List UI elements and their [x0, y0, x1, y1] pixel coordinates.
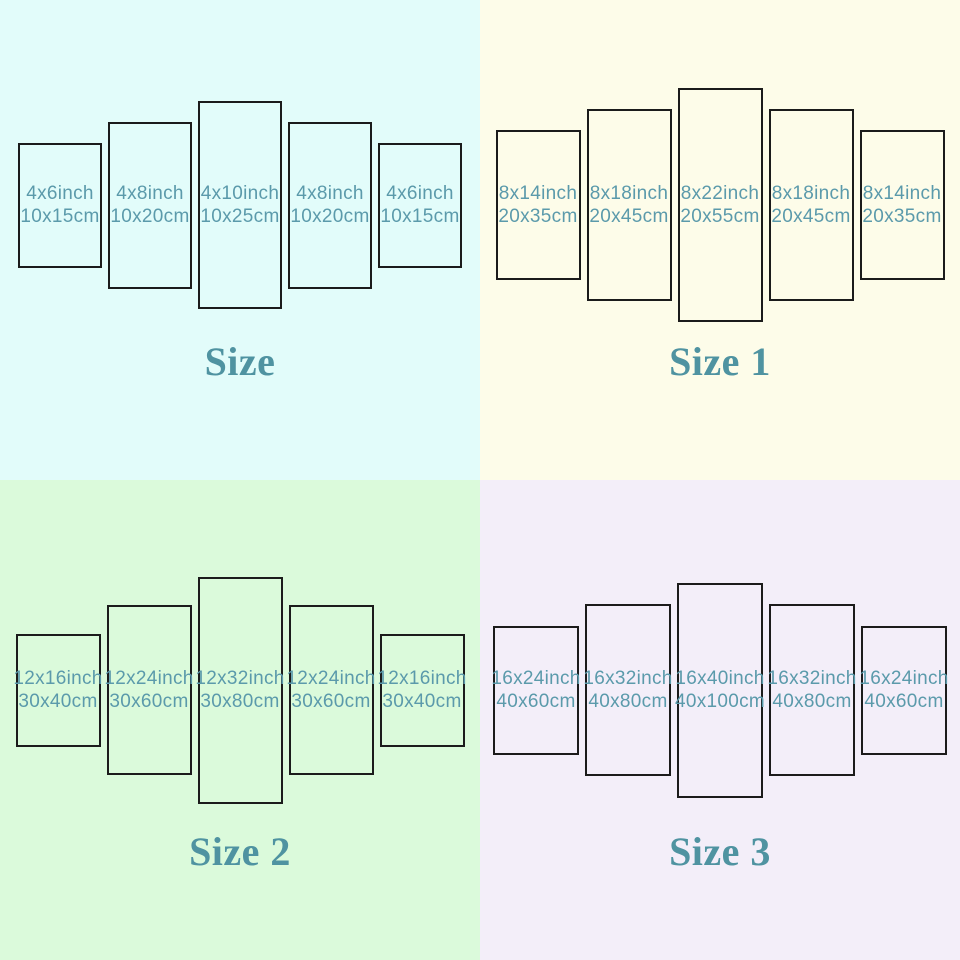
panel-cm-label: 10x15cm — [380, 206, 460, 227]
panel-inch-label: 12x16inch — [377, 668, 467, 689]
canvas-panel: 8x14inch 20x35cm — [495, 130, 581, 280]
panel-cm-label: 20x35cm — [862, 206, 942, 227]
canvas-panel: 8x18inch 20x45cm — [768, 109, 854, 301]
canvas-panel: 4x8inch 10x20cm — [288, 121, 372, 289]
panel-cm-label: 20x55cm — [680, 206, 760, 227]
panel-inch-label: 12x24inch — [104, 668, 194, 689]
panel-cm-label: 10x20cm — [290, 206, 370, 227]
panel-cm-label: 20x45cm — [589, 206, 669, 227]
panel-cm-label: 10x25cm — [200, 206, 280, 227]
size-group-title: Size 1 — [669, 339, 771, 384]
panel-inch-label: 16x24inch — [491, 668, 581, 689]
panel-cm-label: 10x20cm — [110, 206, 190, 227]
canvas-panel: 16x32inch 40x80cm — [583, 604, 673, 776]
canvas-panel: 12x16inch 30x40cm — [377, 633, 467, 747]
panel-inch-label: 4x6inch — [386, 183, 454, 204]
panel-cm-label: 30x60cm — [109, 691, 189, 712]
canvas-panel: 16x24inch 40x60cm — [859, 625, 949, 755]
canvas-panel: 12x24inch 30x60cm — [104, 605, 194, 775]
panel-row: 12x16inch 30x40cm 12x24inch 30x60cm 12x3… — [0, 480, 480, 900]
canvas-panel: 12x16inch 30x40cm — [13, 633, 103, 747]
panel-cm-label: 30x80cm — [200, 691, 280, 712]
canvas-panel: 4x8inch 10x20cm — [108, 121, 192, 289]
panel-cm-label: 10x15cm — [20, 206, 100, 227]
panel-cm-label: 30x40cm — [382, 691, 462, 712]
size-group-3: 16x24inch 40x60cm 16x32inch 40x80cm 16x4… — [480, 480, 960, 960]
panel-row: 16x24inch 40x60cm 16x32inch 40x80cm 16x4… — [480, 480, 960, 900]
panel-inch-label: 8x18inch — [589, 183, 669, 204]
panel-inch-label: 16x32inch — [767, 668, 857, 689]
size-group-title: Size 3 — [669, 829, 771, 874]
panel-cm-label: 30x60cm — [291, 691, 371, 712]
panel-inch-label: 4x10inch — [200, 183, 280, 204]
size-group-default: 4x6inch 10x15cm 4x8inch 10x20cm 4x10inch… — [0, 0, 480, 480]
panel-inch-label: 8x14inch — [498, 183, 578, 204]
panel-row: 4x6inch 10x15cm 4x8inch 10x20cm 4x10inch… — [0, 0, 480, 410]
canvas-panel: 8x14inch 20x35cm — [859, 130, 945, 280]
canvas-panel: 8x18inch 20x45cm — [586, 109, 672, 301]
canvas-panel: 4x6inch 10x15cm — [18, 142, 102, 268]
panel-inch-label: 12x32inch — [195, 668, 285, 689]
size-group-title: Size 2 — [189, 829, 291, 874]
panel-inch-label: 4x8inch — [296, 183, 364, 204]
panel-row: 8x14inch 20x35cm 8x18inch 20x45cm 8x22in… — [480, 0, 960, 410]
panel-inch-label: 16x40inch — [675, 668, 765, 689]
panel-inch-label: 4x8inch — [116, 183, 184, 204]
panel-inch-label: 8x18inch — [771, 183, 851, 204]
panel-cm-label: 30x40cm — [18, 691, 98, 712]
panel-cm-label: 40x60cm — [496, 691, 576, 712]
size-group-1: 8x14inch 20x35cm 8x18inch 20x45cm 8x22in… — [480, 0, 960, 480]
canvas-panel: 12x24inch 30x60cm — [286, 605, 376, 775]
panel-cm-label: 40x80cm — [588, 691, 668, 712]
canvas-panel: 4x10inch 10x25cm — [198, 101, 282, 309]
size-group-title: Size — [204, 339, 276, 384]
canvas-panel: 16x40inch 40x100cm — [674, 582, 766, 798]
panel-cm-label: 20x45cm — [771, 206, 851, 227]
panel-inch-label: 16x32inch — [583, 668, 673, 689]
panel-inch-label: 8x22inch — [680, 183, 760, 204]
panel-inch-label: 4x6inch — [26, 183, 94, 204]
canvas-panel: 4x6inch 10x15cm — [378, 142, 462, 268]
panel-inch-label: 16x24inch — [859, 668, 949, 689]
canvas-panel: 12x32inch 30x80cm — [195, 576, 285, 804]
panel-inch-label: 8x14inch — [862, 183, 942, 204]
canvas-panel: 16x24inch 40x60cm — [491, 625, 581, 755]
size-group-2: 12x16inch 30x40cm 12x24inch 30x60cm 12x3… — [0, 480, 480, 960]
panel-cm-label: 40x60cm — [864, 691, 944, 712]
panel-cm-label: 40x80cm — [772, 691, 852, 712]
panel-inch-label: 12x24inch — [286, 668, 376, 689]
panel-inch-label: 12x16inch — [13, 668, 103, 689]
canvas-panel: 16x32inch 40x80cm — [767, 604, 857, 776]
panel-cm-label: 20x35cm — [498, 206, 578, 227]
canvas-panel: 8x22inch 20x55cm — [677, 88, 763, 322]
panel-cm-label: 40x100cm — [674, 691, 766, 712]
